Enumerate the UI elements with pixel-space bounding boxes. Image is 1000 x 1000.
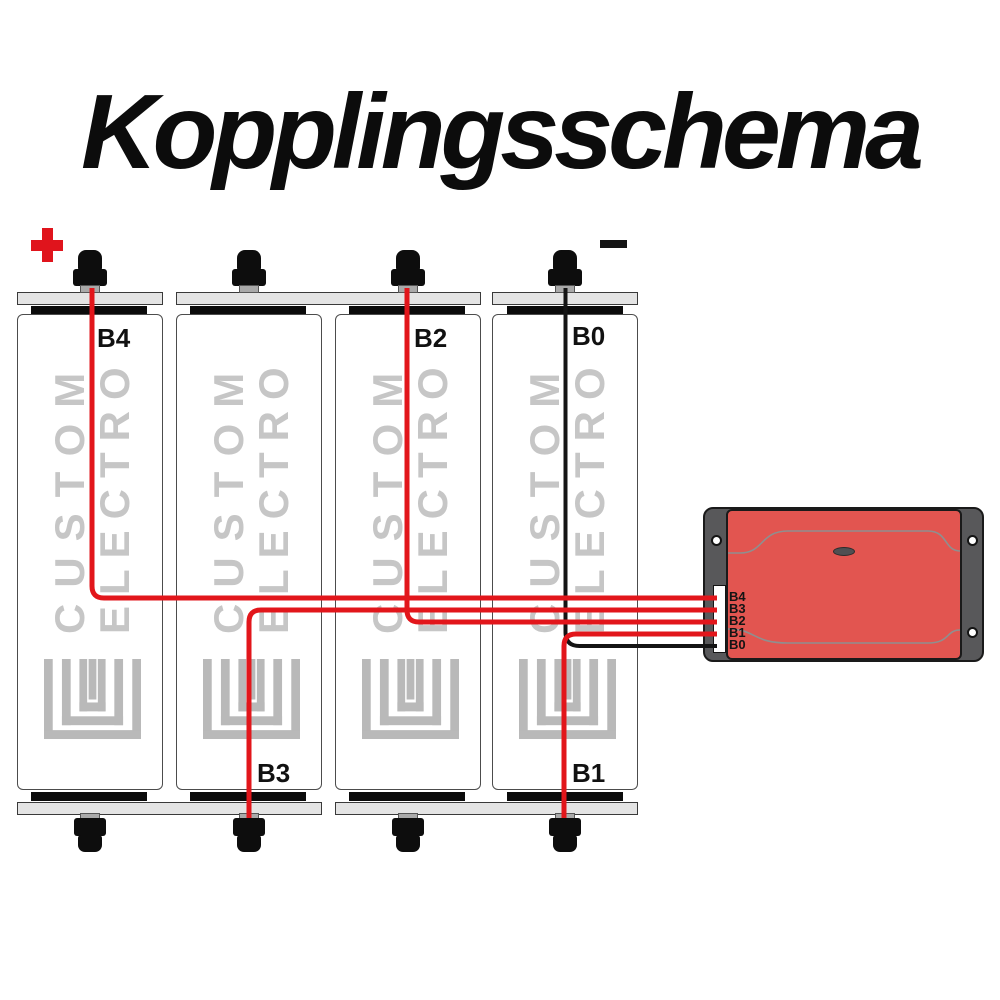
bms-led-window — [833, 547, 855, 556]
busbar-bottom-battery3-4 — [335, 802, 638, 815]
battery2-top-terminal — [231, 250, 267, 294]
brand-logo-icon — [519, 659, 616, 740]
positive-sign-bar — [31, 239, 63, 251]
busbar-bottom-battery1-2 — [17, 802, 322, 815]
negative-sign — [600, 240, 627, 248]
brand-text-custom: CUSTOM — [521, 356, 568, 634]
battery-top-seal — [190, 306, 306, 314]
battery-top-seal — [349, 306, 465, 314]
battery-cell-3: CUSTOM ELECTRO — [335, 314, 481, 790]
screw-hole — [967, 627, 978, 638]
battery-top-seal — [507, 306, 623, 314]
brand-text-electro: ELECTRO — [566, 356, 613, 634]
brand-text-custom: CUSTOM — [46, 356, 93, 634]
bms-pin-label-b2: B2 — [729, 613, 746, 628]
brand-text-custom: CUSTOM — [364, 356, 411, 634]
bms-cover-panel — [726, 509, 962, 660]
label-b0: B0 — [572, 321, 606, 351]
battery3-bottom-terminal — [390, 813, 426, 853]
label-b3: B3 — [257, 758, 291, 788]
battery4-top-terminal — [547, 250, 583, 294]
battery-top-seal — [31, 306, 147, 314]
battery-cell-2: CUSTOM ELECTRO — [176, 314, 322, 790]
bms-pin-label-b4: B4 — [729, 589, 746, 604]
battery2-bottom-terminal — [231, 813, 267, 853]
diagram-title: Kopplingsschema — [81, 73, 924, 191]
battery1-bottom-terminal — [72, 813, 108, 853]
battery-cell-1: CUSTOM ELECTRO — [17, 314, 163, 790]
battery4-bottom-terminal — [547, 813, 583, 853]
battery3-top-terminal — [390, 250, 426, 294]
bms-balance-connector — [713, 585, 726, 653]
positive-sign — [31, 228, 63, 262]
bms-pin-label-b0: B0 — [729, 637, 746, 652]
label-b2: B2 — [414, 323, 448, 353]
bms-pin-label-b3: B3 — [729, 601, 746, 616]
battery-cell-4: CUSTOM ELECTRO — [492, 314, 638, 790]
bms-cover-contour-lines — [728, 530, 960, 644]
brand-text-electro: ELECTRO — [409, 356, 456, 634]
label-b1: B1 — [572, 758, 606, 788]
battery-bottom-seal — [190, 792, 306, 801]
screw-hole — [967, 535, 978, 546]
busbar-top-battery2-3 — [176, 292, 481, 305]
brand-text-electro: ELECTRO — [91, 356, 138, 634]
label-b4: B4 — [97, 323, 131, 353]
brand-logo-icon — [362, 659, 459, 740]
bms-pin-label-b1: B1 — [729, 625, 746, 640]
brand-text-custom: CUSTOM — [205, 356, 252, 634]
screw-hole — [710, 534, 722, 546]
battery-bottom-seal — [349, 792, 465, 801]
battery-bottom-seal — [507, 792, 623, 801]
brand-logo-icon — [203, 659, 300, 740]
brand-logo-icon — [44, 659, 141, 740]
brand-text-electro: ELECTRO — [250, 356, 297, 634]
battery-bottom-seal — [31, 792, 147, 801]
battery1-top-terminal — [72, 250, 108, 294]
